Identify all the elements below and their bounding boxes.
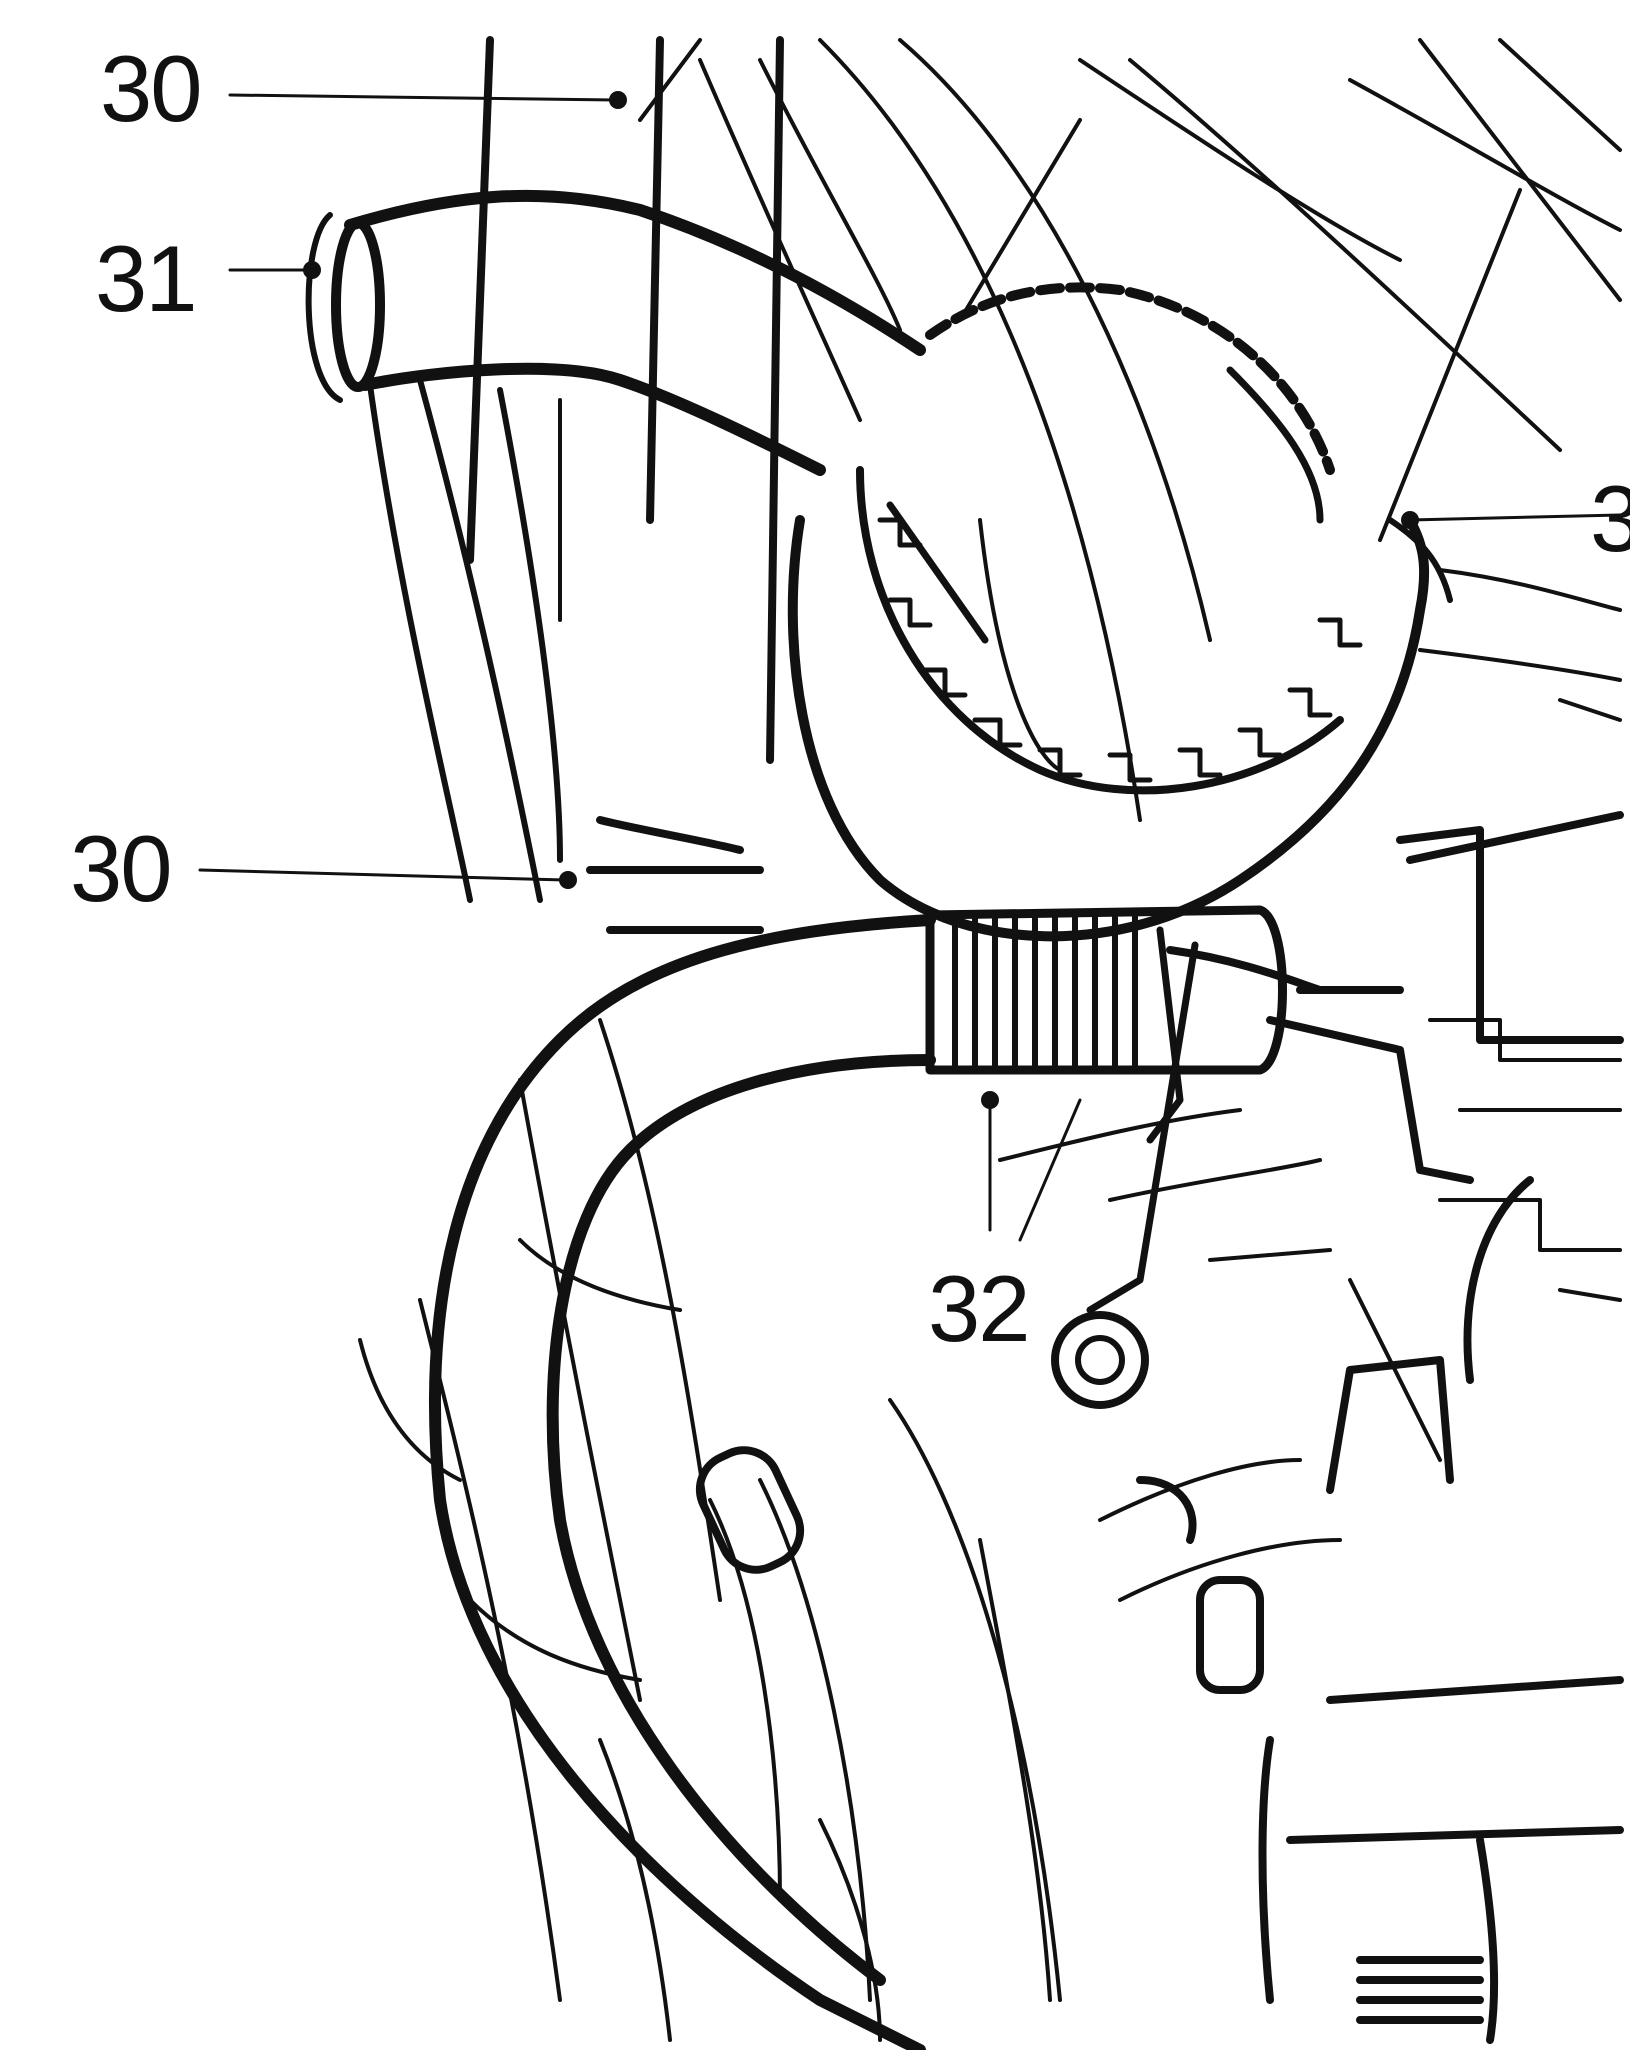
- spring-clamp: [925, 905, 1404, 1409]
- callout-31-hose-clamp: 31: [95, 226, 198, 331]
- leader-dots: [303, 91, 1419, 1109]
- leader-lines: [198, 93, 1622, 1242]
- pulley-teeth: [877, 517, 1363, 783]
- callout-32-spring-clip: 32: [928, 1256, 1031, 1361]
- small-fittings: [586, 816, 1499, 2044]
- spring-coils: [952, 912, 1138, 1073]
- lower-hose: [429, 914, 936, 2050]
- callout-30-lower-hose: 30: [70, 816, 173, 921]
- callout-30-upper-hose: 30: [100, 36, 203, 141]
- upper-hose: [305, 189, 926, 903]
- callout-cut-label: 3: [1590, 472, 1630, 566]
- toothed-pulley: [787, 282, 1453, 942]
